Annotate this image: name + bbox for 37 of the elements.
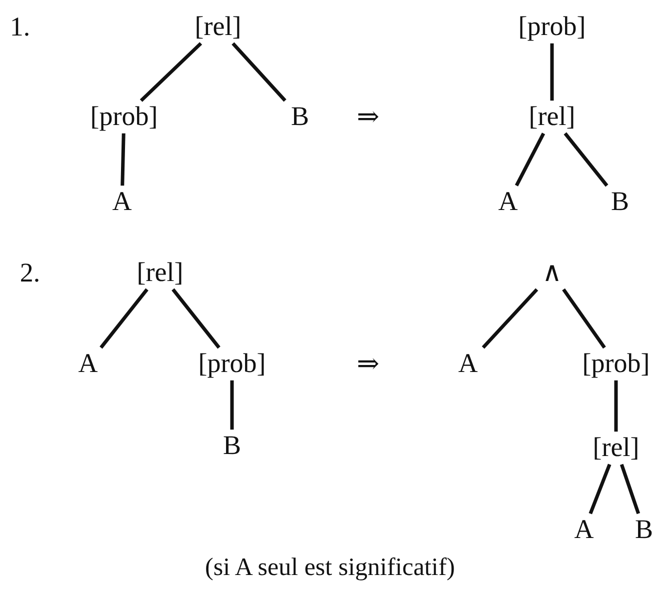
tree-node-label: B xyxy=(634,515,654,545)
tree-node-label: [rel] xyxy=(136,258,184,288)
tree-node-label: B xyxy=(290,102,310,132)
tree-branch xyxy=(232,42,286,102)
tree-branch xyxy=(140,42,202,102)
tree-node-label: A xyxy=(77,349,99,379)
transform-arrow: ⇒ xyxy=(356,348,380,380)
tree-branch xyxy=(230,380,234,430)
tree-branch xyxy=(514,132,546,186)
tree-number: 2. xyxy=(20,258,40,288)
tree-node-label: B xyxy=(222,431,242,461)
tree-node-label: B xyxy=(610,187,630,217)
tree-node-label: [rel] xyxy=(194,12,242,42)
tree-branch xyxy=(120,133,126,186)
tree-branch xyxy=(482,288,538,349)
tree-branch xyxy=(564,132,608,187)
tree-branch xyxy=(620,464,640,514)
tree-node-label: [rel] xyxy=(592,433,640,463)
tree-branch xyxy=(172,288,220,349)
tree-number: 1. xyxy=(10,12,30,42)
tree-branch xyxy=(562,288,606,349)
tree-branch xyxy=(100,288,148,349)
tree-node-label: A xyxy=(111,187,133,217)
tree-node-label: [prob] xyxy=(517,12,587,42)
tree-node-label: [rel] xyxy=(528,102,576,132)
tree-branch xyxy=(550,43,554,101)
tree-node-label: A xyxy=(497,187,519,217)
tree-branch xyxy=(588,464,612,514)
tree-node-label: A xyxy=(457,349,479,379)
tree-node-label: ∧ xyxy=(541,258,563,288)
tree-node-label: [prob] xyxy=(89,102,159,132)
tree-node-label: [prob] xyxy=(197,349,267,379)
tree-branch xyxy=(614,380,618,432)
transform-arrow: ⇒ xyxy=(356,102,380,132)
tree-node-label: [prob] xyxy=(581,349,651,379)
note: (si A seul est significatif) xyxy=(205,554,455,582)
tree-node-label: A xyxy=(573,515,595,545)
